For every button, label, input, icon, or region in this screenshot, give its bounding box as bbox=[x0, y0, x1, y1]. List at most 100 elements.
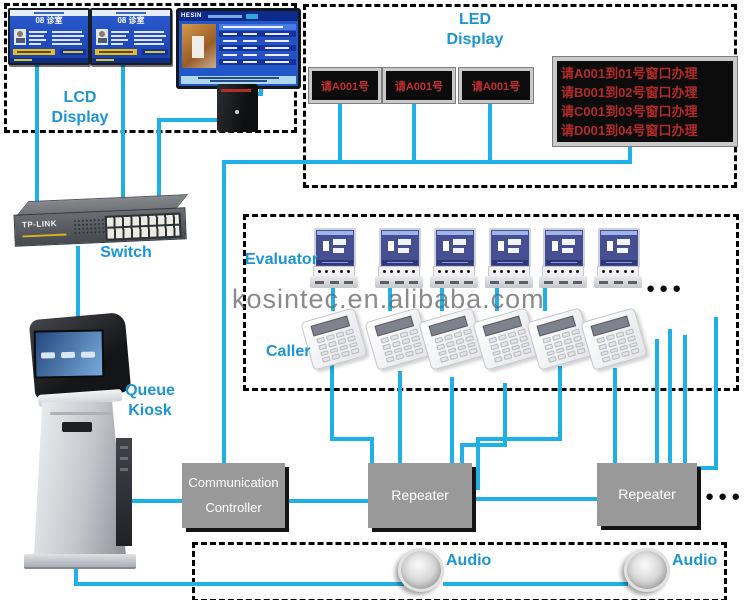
wire-evaluator1-stub bbox=[331, 287, 335, 311]
evaluator-unit-4 bbox=[485, 228, 533, 290]
wire-evaluator5-stub bbox=[543, 287, 547, 311]
lcd2-info-bar bbox=[142, 49, 168, 55]
wire-lcd1-switch bbox=[35, 58, 39, 202]
lcd1-doctor-photo bbox=[14, 29, 26, 45]
monitor-brand: HESIN bbox=[181, 13, 202, 19]
lcd1-bottom-bar bbox=[10, 58, 88, 63]
summary-monitor-screen: HESIN bbox=[179, 11, 298, 86]
wire-caller6 bbox=[613, 368, 617, 465]
switch-model-line bbox=[22, 233, 67, 238]
led-main-line-1: 请A001到01号窗口办理 bbox=[561, 65, 698, 81]
wire-caller1-c bbox=[370, 437, 374, 465]
lcd2-bottom-bar bbox=[92, 58, 170, 63]
wire-caller1-b bbox=[330, 437, 374, 441]
repeater-1-label: Repeater bbox=[391, 487, 449, 504]
wire-led2-rail bbox=[412, 97, 416, 162]
lcd2-room-title: 08 诊室 bbox=[117, 16, 145, 25]
wire-led3-rail bbox=[488, 97, 492, 162]
wire-pc-switch-h bbox=[157, 118, 219, 122]
kiosk-trim-line bbox=[50, 412, 112, 415]
repeater-1-box: Repeater bbox=[368, 463, 472, 528]
queue-kiosk bbox=[22, 311, 136, 570]
switch-vents bbox=[72, 217, 106, 237]
repeater-2-label: Repeater bbox=[618, 486, 676, 503]
lcd-screen-1-content: 08 诊室 bbox=[10, 10, 88, 63]
wire-kiosk-audio-v bbox=[74, 556, 78, 586]
evaluator-label: Evaluator bbox=[245, 251, 318, 268]
wire-caller2 bbox=[398, 371, 402, 465]
lcd1-ticker-bar bbox=[13, 49, 55, 55]
more-repeaters-dots: ●●● bbox=[705, 488, 745, 505]
ceiling-speaker-1 bbox=[394, 548, 444, 592]
led-panel-1-text: 请A001号 bbox=[320, 80, 370, 93]
lcd1-info-bar bbox=[60, 49, 86, 55]
wire-caller4-a bbox=[503, 383, 507, 447]
wire-caller5-b bbox=[476, 437, 562, 441]
monitor-ad-panel bbox=[182, 24, 216, 68]
wire-evaluator3-stub bbox=[440, 287, 444, 311]
kiosk-side-panel bbox=[116, 438, 132, 546]
switch-label: Switch bbox=[100, 244, 152, 261]
lcd2-doctor-photo bbox=[96, 29, 108, 45]
ceiling-speaker-2 bbox=[620, 548, 670, 592]
led-main-line-3: 请C001到03号窗口办理 bbox=[561, 103, 698, 119]
lcd-screen-2-content: 08 诊室 bbox=[92, 10, 170, 63]
kiosk-ticket-slot bbox=[62, 422, 92, 432]
controller-label-line1: Communication bbox=[188, 474, 279, 490]
lcd1-header-strip bbox=[10, 10, 88, 16]
audio-label-1: Audio bbox=[446, 552, 492, 569]
wire-extra3 bbox=[683, 335, 687, 465]
wire-speaker1-speaker2 bbox=[443, 582, 628, 586]
wire-switch-kiosk bbox=[76, 246, 80, 322]
wire-extra2 bbox=[668, 329, 672, 465]
evaluator-unit-2 bbox=[375, 228, 423, 290]
switch-ports bbox=[104, 212, 182, 241]
lcd2-ticker-bar bbox=[95, 49, 137, 55]
wire-kiosk-controller bbox=[124, 499, 182, 503]
caller-label: Caller bbox=[266, 343, 311, 360]
wire-rail-controller bbox=[222, 160, 226, 464]
wire-caller5-a bbox=[558, 366, 562, 441]
wire-lcd2-switch bbox=[121, 58, 125, 202]
repeater-2-box: Repeater bbox=[597, 463, 697, 526]
wire-led1-rail bbox=[338, 97, 342, 162]
kiosk-touchscreen bbox=[33, 329, 105, 379]
evaluator-unit-6 bbox=[594, 228, 642, 290]
led-panel-2: 请A001号 bbox=[383, 68, 455, 103]
watermark-text: kosintec.en.alibaba.com bbox=[232, 284, 545, 314]
wire-extra1 bbox=[655, 339, 659, 465]
lcd-screen-1: 08 诊室 bbox=[8, 8, 90, 65]
wire-caller4-b bbox=[460, 443, 507, 447]
audio-label-2: Audio bbox=[672, 552, 718, 569]
wire-ledbig-rail bbox=[628, 138, 632, 162]
wire-evaluator4-stub bbox=[495, 287, 499, 311]
wire-evaluator2-stub bbox=[388, 287, 392, 311]
wire-extra4-h bbox=[695, 466, 718, 470]
terminal-group-box bbox=[243, 214, 739, 391]
led-panel-3: 请A001号 bbox=[459, 68, 533, 103]
led-main-line-4: 请D001到04号窗口办理 bbox=[561, 122, 698, 138]
lcd-screen-2: 08 诊室 bbox=[90, 8, 172, 65]
evaluator-unit-5 bbox=[539, 228, 587, 290]
communication-controller-box: Communication Controller bbox=[182, 463, 285, 528]
led-panel-main: 请A001到01号窗口办理 请B001到02号窗口办理 请C001到03号窗口办… bbox=[553, 57, 737, 146]
wire-caller5-d bbox=[466, 486, 480, 490]
wire-caller5-c bbox=[476, 437, 480, 490]
wire-repeater1-repeater2 bbox=[472, 497, 597, 501]
wire-led-rail bbox=[222, 160, 632, 164]
monitor-header: HESIN bbox=[179, 11, 298, 21]
wire-caller3 bbox=[450, 377, 454, 465]
led-main-line-2: 请B001到02号窗口办理 bbox=[561, 84, 698, 100]
switch-brand: TP-LINK bbox=[21, 218, 58, 230]
wire-controller-repeater1 bbox=[285, 499, 368, 503]
wire-kiosk-audio-h bbox=[74, 582, 404, 586]
wire-caller4-c bbox=[460, 443, 464, 465]
led-panel-1: 请A001号 bbox=[309, 68, 381, 103]
switch-front-face: TP-LINK bbox=[13, 207, 187, 247]
monitor-marquee bbox=[181, 76, 296, 84]
lcd2-header-strip bbox=[92, 10, 170, 16]
